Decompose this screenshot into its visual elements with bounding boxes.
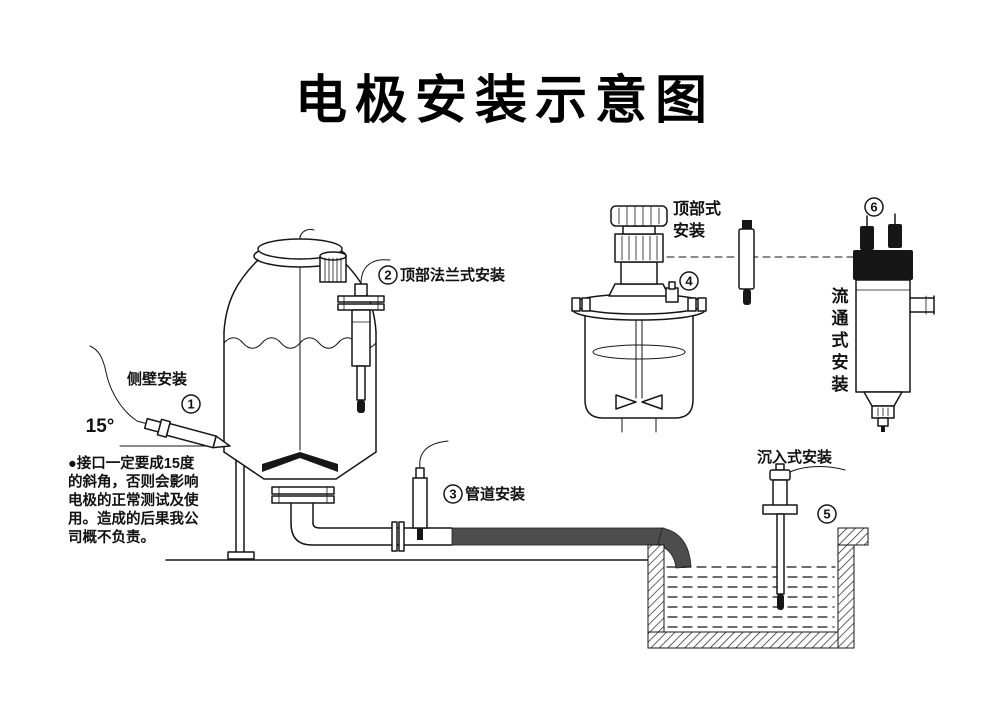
callout-top-flange: 2 [378,265,398,285]
lid-bolt [571,297,581,312]
agitator-motor [608,205,670,297]
side-wall-electrode [89,345,231,449]
label-flow-char: 式 [832,330,849,350]
label-flow-char: 装 [831,374,849,394]
callout-top-type: 4 [679,271,699,291]
electrode-tip [743,289,751,305]
pit-floor [647,631,855,649]
mounting-clamp [762,504,798,515]
electrode-port [665,287,679,303]
page-title: 电极安装示意图 [295,72,715,130]
callout-pipe: 3 [443,484,463,504]
callout-number: 6 [870,200,877,215]
label-flow-char: 流 [832,286,849,306]
callout-number: 3 [449,487,456,502]
top-type-vessel [571,205,707,433]
electrode-cable [89,345,138,422]
top-flange-electrode [337,259,391,413]
sump-pit [647,527,869,649]
immersion-electrode [762,463,846,610]
callout-immersion: 5 [817,504,837,524]
pit-wall-right [837,544,855,649]
impeller-blade-right [300,452,338,472]
label-top-type-1: 顶部式 [673,199,721,218]
note-line: 司概不负责。 [68,528,155,546]
cell-head [853,250,913,280]
label-side-wall: 侧壁安装 [127,370,188,388]
electrode-tip [777,594,784,610]
callout-number: 1 [187,397,194,412]
callout-number: 2 [384,268,391,283]
label-top-type-2: 安装 [673,221,705,240]
label-flow-vertical: 流 通 式 安 装 [831,286,849,394]
pipe-run [451,527,665,546]
vessel-liquid-line [592,344,686,360]
label-top-flange: 顶部法兰式安装 [400,266,506,284]
pipe-outer-edge [290,522,453,546]
note-line: 电极的正常测试及使 [68,491,199,509]
agitator-blade-left [615,394,637,410]
electrode-connector [888,224,902,248]
pipeline [290,521,692,569]
label-flow-char: 安 [832,352,849,372]
label-flow-char: 通 [832,309,849,328]
pipe-flange [391,521,398,552]
pit-liquid [666,566,836,628]
tank-leg [227,459,255,560]
label-immersion: 沉入式安装 [757,448,833,466]
lid-bolt [687,297,697,312]
note-line: 用。造成的后果我公 [68,510,199,528]
electrode-cable [419,440,449,469]
electrode-connector [860,226,874,250]
electrode-cable [785,466,846,475]
callout-number: 5 [823,507,830,522]
lid-bolt [697,297,707,312]
label-pipe: 管道安装 [465,485,526,503]
cell-body [855,279,911,393]
note-line: ●接口一定要成15度 [68,454,195,472]
pipe-flange [398,521,405,552]
main-tank [223,228,377,560]
outlet-pipe [909,295,935,315]
electrode-cable [360,259,391,285]
label-angle: 15° [86,416,115,437]
cell-bottom-cone [863,391,903,407]
callout-side-wall: 1 [181,394,201,414]
electrode-tip [417,528,423,540]
bottom-flange [271,486,335,504]
reference-electrode [738,220,755,305]
note-line: 的斜角，否则会影响 [68,473,199,491]
agitator-blade-right [641,394,663,410]
shaft-hook [299,228,315,239]
callout-number: 4 [685,274,693,289]
pit-wall-left [647,544,665,641]
impeller-blade-left [262,452,300,472]
tank-shoulder-left [223,259,259,333]
callout-flow: 6 [864,197,884,217]
vessel-body [584,313,694,419]
pipe-electrode [412,440,449,540]
lid-bolt [581,297,591,312]
ground-ledge [837,527,869,546]
flow-through-cell [853,213,935,432]
warning-note: ●接口一定要成15度 的斜角，否则会影响 电极的正常测试及使 用。造成的后果我公… [68,454,199,546]
tank-plug [319,251,347,283]
vessel-lid [572,293,706,315]
pipe-inner-edge [312,522,453,529]
electrode-tip [357,400,365,413]
